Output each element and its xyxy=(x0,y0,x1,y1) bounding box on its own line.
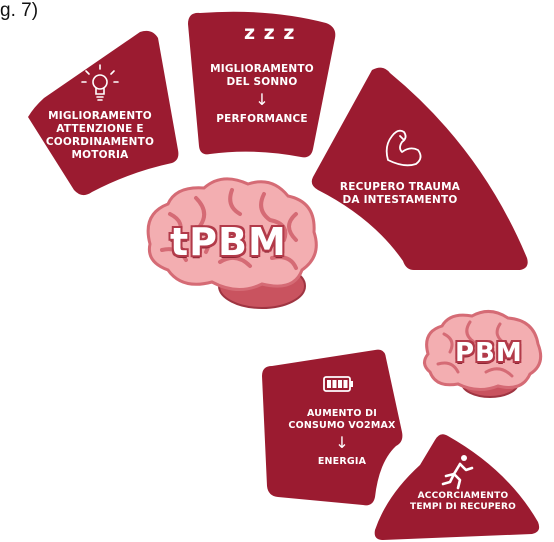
flexed-arm-icon xyxy=(385,129,422,167)
text-line: RECUPERO TRAUMA xyxy=(339,181,461,193)
text-line: CONSUMO VO2MAX xyxy=(288,419,396,431)
text-line: ATTENZIONE E xyxy=(56,123,144,136)
pbm-recovery-text: ACCORCIAMENTO TEMPI DI RECUPERO xyxy=(398,491,528,514)
text-line: TEMPI DI RECUPERO xyxy=(410,502,516,513)
page-fragment-text: g. 7) xyxy=(0,0,39,21)
text-line: AUMENTO DI xyxy=(307,408,377,419)
pbm-energy-text: AUMENTO DI CONSUMO VO2MAX ↓ ENERGIA xyxy=(283,408,401,468)
sleep-zzz-icon: z z z xyxy=(244,22,296,44)
pbm-segment-energy xyxy=(262,349,403,506)
text-line: MOTORIA xyxy=(71,149,129,162)
tpbm-segment-sleep xyxy=(188,11,336,158)
tpbm-label: tPBM xyxy=(170,220,287,264)
down-arrow-icon: ↓ xyxy=(335,432,349,452)
text-line: ACCORCIAMENTO xyxy=(417,491,509,501)
text-line: DA INTESTAMENTO xyxy=(342,194,458,207)
tpbm-brain xyxy=(146,177,318,309)
sleep-result-text: PERFORMANCE xyxy=(216,113,308,126)
text-line: MIGLIORAMENTO xyxy=(210,63,314,75)
tpbm-trauma-text: RECUPERO TRAUMA DA INTESTAMENTO xyxy=(330,181,470,207)
runner-icon xyxy=(441,455,474,490)
tpbm-sleep-text: MIGLIORAMENTO DEL SONNO ↓ PERFORMANCE xyxy=(200,63,324,126)
text-line: MIGLIORAMENTO xyxy=(48,110,152,122)
battery-icon xyxy=(323,376,353,392)
tpbm-segment-attention xyxy=(28,30,179,196)
pbm-label: PBM xyxy=(455,338,523,368)
down-arrow-icon: ↓ xyxy=(255,90,269,110)
tpbm-attention-text: MIGLIORAMENTO ATTENZIONE E COORDINAMENTO… xyxy=(44,110,156,163)
energy-result-text: ENERGIA xyxy=(317,455,367,467)
text-line: DEL SONNO xyxy=(226,76,298,89)
pbm-brain xyxy=(423,310,543,398)
lightbulb-icon xyxy=(81,64,119,101)
tpbm-segment-trauma xyxy=(311,67,528,270)
text-line: COORDINAMENTO xyxy=(45,136,155,149)
